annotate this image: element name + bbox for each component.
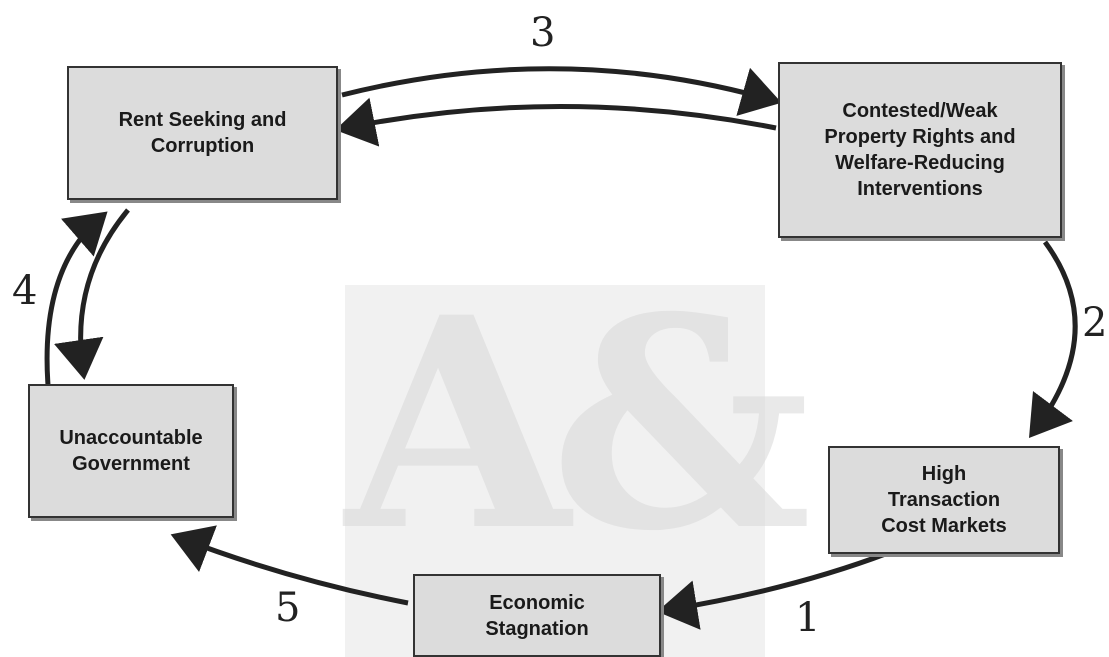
- box-rent-seeking-text: Rent Seeking and Corruption: [118, 109, 287, 157]
- label-1: 1: [795, 595, 821, 641]
- label-5: 5: [275, 585, 301, 631]
- label-4: 4: [12, 268, 38, 314]
- arrow-3-forward: [341, 66, 782, 116]
- arrow-4-up: [44, 211, 108, 386]
- label-2: 2: [1082, 300, 1108, 346]
- arrow-3-back: [335, 97, 777, 147]
- arrow-2: [1029, 240, 1078, 439]
- watermark-logo: A&: [345, 255, 812, 595]
- box-unaccountable-government: Unaccountable Government: [28, 384, 234, 518]
- arrow-5: [170, 525, 409, 606]
- box-contested-property-rights: Contested/Weak Property Rights and Welfa…: [778, 62, 1062, 238]
- box-economic-stagnation: Economic Stagnation: [413, 574, 661, 657]
- box-high-transaction-cost: High Transaction Cost Markets: [828, 446, 1060, 554]
- box-contested-property-rights-text: Contested/Weak Property Rights and Welfa…: [824, 100, 1016, 200]
- arrow-4-down: [53, 208, 130, 380]
- label-3: 3: [530, 10, 556, 56]
- arrow-1: [657, 550, 889, 630]
- box-rent-seeking: Rent Seeking and Corruption: [67, 66, 338, 200]
- box-economic-stagnation-text: Economic Stagnation: [485, 591, 589, 640]
- box-high-transaction-cost-text: High Transaction Cost Markets: [881, 463, 1007, 537]
- box-unaccountable-government-text: Unaccountable Government: [59, 427, 203, 475]
